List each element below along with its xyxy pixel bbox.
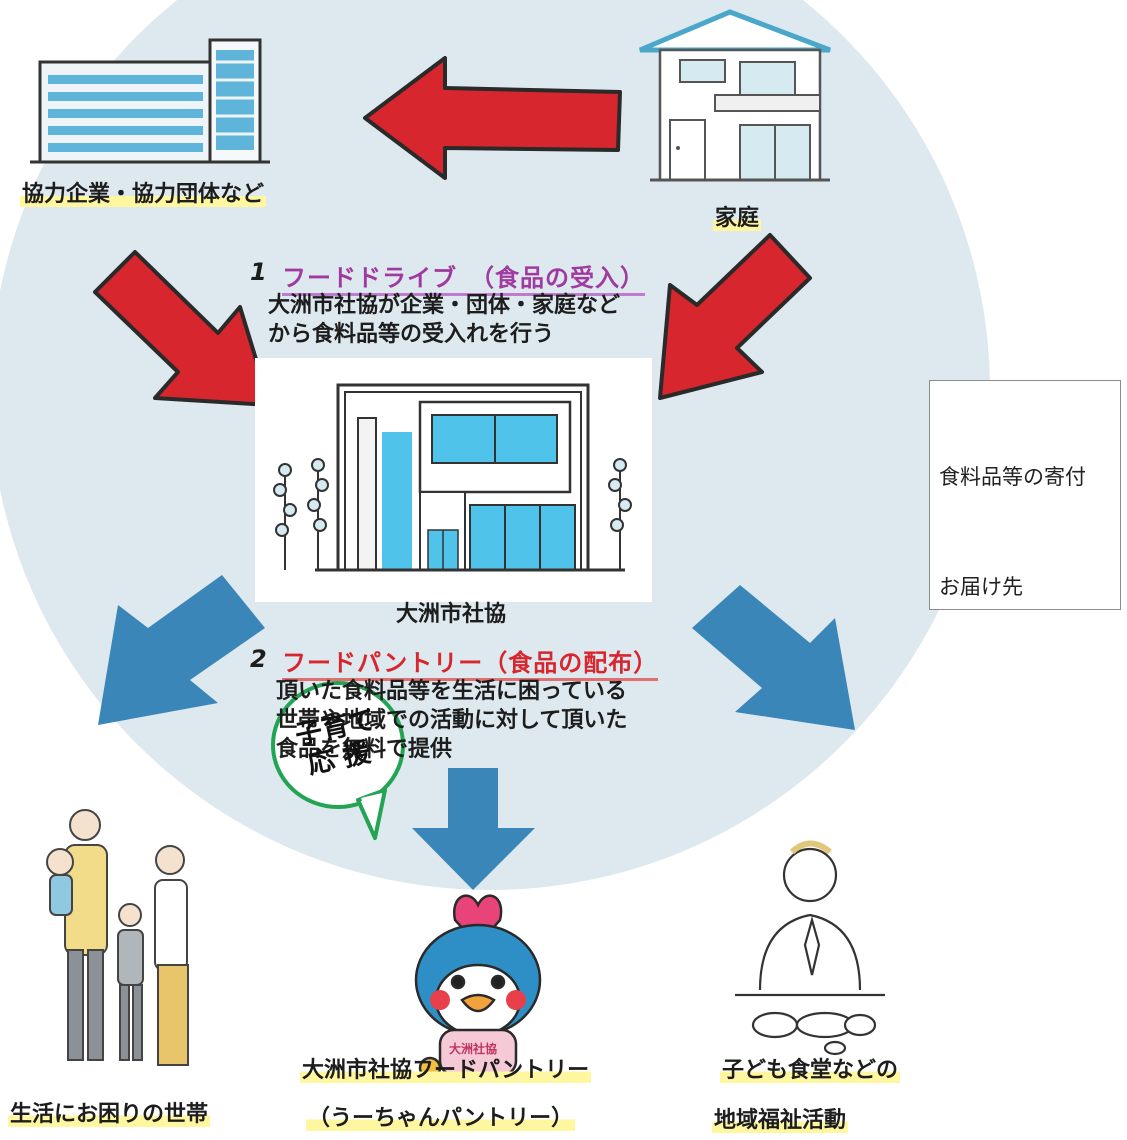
legend-delivery-label: お届け先: [939, 576, 1023, 599]
center-building-icon: [255, 358, 652, 602]
delivery-arrow-right: [692, 585, 855, 730]
donation-arrow-right: [658, 233, 812, 400]
pantry-nickname-label: （うーちゃんパントリー）: [306, 1106, 576, 1131]
donation-arrow-left: [93, 250, 272, 407]
donation-arrow-top: [363, 56, 622, 180]
households-in-need-label: 生活にお困りの世帯: [8, 1102, 211, 1127]
step-1-title: フードドライブ （食品の受入）: [282, 258, 645, 296]
step-2-number: 2: [250, 645, 267, 673]
legend-donation-label: 食料品等の寄付: [939, 466, 1086, 489]
step-1-number: 1: [250, 258, 267, 286]
step-2-line: 頂いた食料品等を生活に困っている: [276, 679, 627, 704]
delivery-arrow-left: [98, 575, 265, 725]
step-2-title: フードパントリー（食品の配布）: [282, 643, 659, 681]
step-2-line: 食品を無料で提供: [276, 737, 453, 762]
family-icon: [46, 809, 189, 1066]
step-1-description: 大洲市社協が企業・団体・家庭など から食料品等の受入れを行う: [268, 291, 620, 349]
community-label: 子ども食堂などの: [720, 1058, 901, 1083]
center-label: 大洲市社協: [396, 602, 507, 627]
pantry-label: 大洲市社協フードパントリー: [300, 1058, 592, 1083]
partners-label: 協力企業・協力団体など: [20, 182, 267, 207]
office-building-icon: [30, 38, 270, 164]
community-activity-label: 地域福祉活動: [712, 1108, 849, 1133]
household-label: 家庭: [713, 206, 762, 231]
legend: 食料品等の寄付 お届け先: [929, 380, 1121, 610]
mascot-badge: 大洲社協: [449, 1042, 498, 1056]
praying-person-icon: [735, 840, 885, 1056]
house-icon: [639, 9, 831, 182]
step-1-line: 大洲市社協が企業・団体・家庭など: [268, 293, 621, 318]
step-1-line: から食料品等の受入れを行う: [268, 322, 555, 347]
delivery-arrow-down: [412, 768, 535, 890]
step-2-description: 頂いた食料品等を生活に困っている 世帯や地域での活動に対して頂いた 食品を無料で…: [276, 677, 627, 764]
step-2-line: 世帯や地域での活動に対して頂いた: [276, 708, 628, 733]
speech-bubble-icon: [271, 681, 405, 840]
